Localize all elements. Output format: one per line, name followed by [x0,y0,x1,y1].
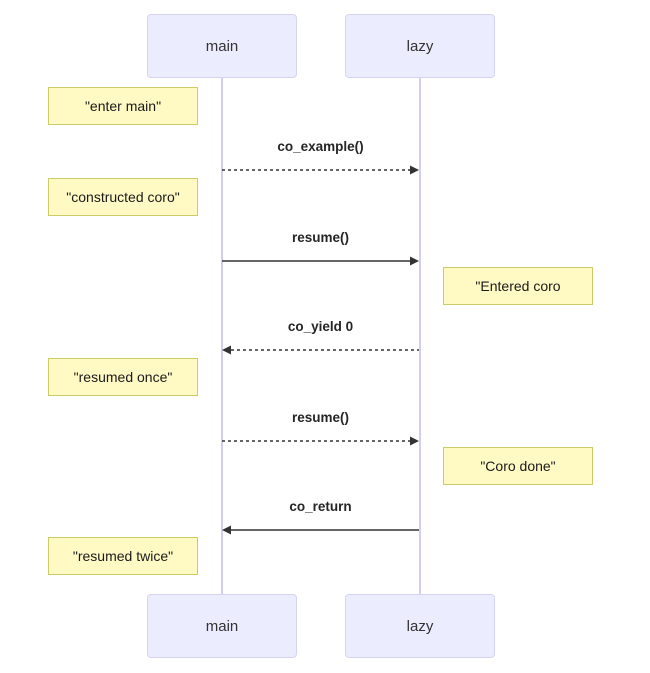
note-text: "constructed coro" [66,189,180,205]
message-label: co_example() [277,139,364,154]
message-lazy-to-main[interactable]: co_yield 0 [222,319,419,355]
participant-box-main-top[interactable]: main [147,14,297,78]
participant-box-lazy-bottom[interactable]: lazy [345,594,495,658]
participant-label: main [205,37,239,55]
note-left-of-main: "resumed twice" [48,537,198,575]
message-label: co_yield 0 [287,319,354,334]
note-text: "Entered coro [475,278,561,294]
note-text: "resumed once" [73,369,173,385]
note-left-of-main: "constructed coro" [48,178,198,216]
participant-box-main-bottom[interactable]: main [147,594,297,658]
participant-label: lazy [406,37,434,55]
note-text: "enter main" [84,98,162,114]
note-left-of-main: "enter main" [48,87,198,125]
message-arrow-dashed-left [222,342,419,355]
message-arrow-dashed-right [222,433,419,446]
lifeline-lazy [419,78,421,594]
note-right-of-lazy: "Entered coro [443,267,593,305]
message-label: resume() [291,410,350,425]
note-right-of-lazy: "Coro done" [443,447,593,485]
message-label: co_return [289,499,352,514]
message-label: resume() [291,230,350,245]
participant-label: lazy [406,617,434,635]
message-main-to-lazy[interactable]: co_example() [222,139,419,175]
participant-box-lazy-top[interactable]: lazy [345,14,495,78]
message-arrow-solid-left [222,522,419,535]
participant-label: main [205,617,239,635]
lifeline-main [221,78,223,594]
message-arrow-dashed-right [222,162,419,175]
message-lazy-to-main[interactable]: co_return [222,499,419,535]
message-main-to-lazy[interactable]: resume() [222,410,419,446]
note-text: "Coro done" [480,458,556,474]
note-text: "resumed twice" [72,548,174,564]
message-main-to-lazy[interactable]: resume() [222,230,419,266]
note-left-of-main: "resumed once" [48,358,198,396]
message-arrow-solid-right [222,253,419,266]
